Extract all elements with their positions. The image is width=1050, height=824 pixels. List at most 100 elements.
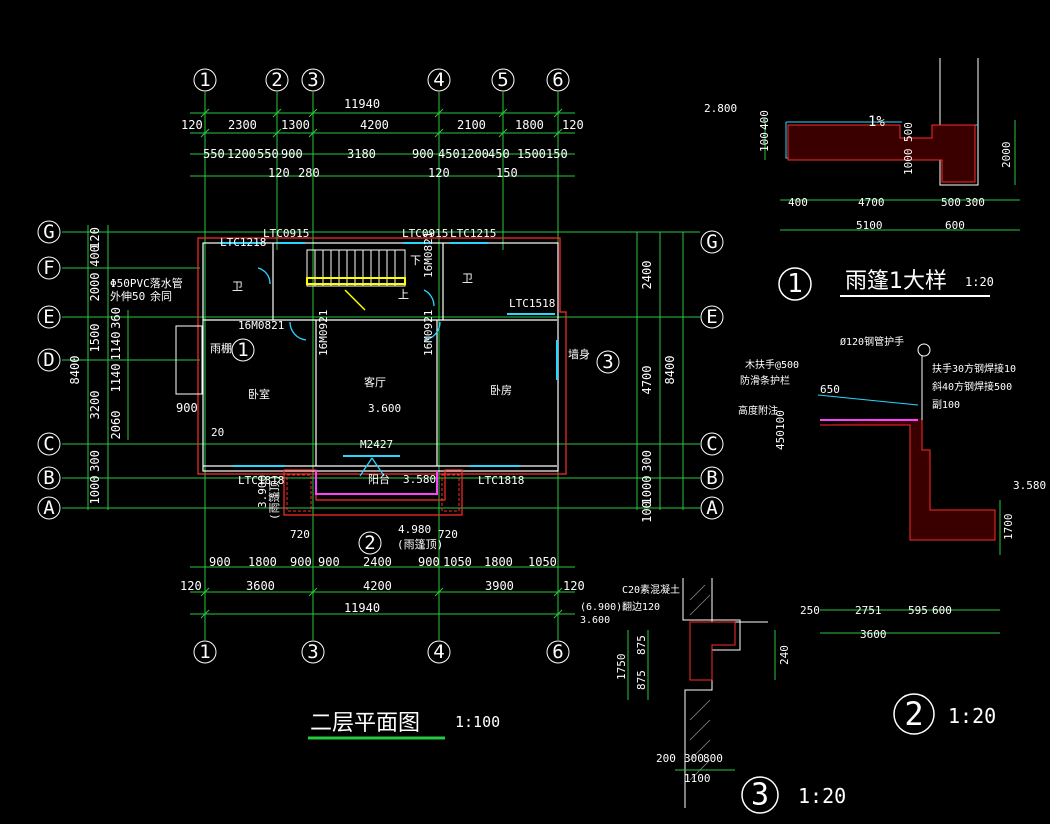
detail-2-balcony: Ø120钢管护手 木扶手@500 扶手30方钢焊接10 斜40方钢焊接500 副… bbox=[738, 335, 1046, 735]
dim-text: 400 bbox=[788, 196, 808, 209]
axis-label: B bbox=[43, 467, 54, 489]
axis-label: 1 bbox=[199, 69, 210, 91]
dim-text: 1000 bbox=[640, 476, 654, 505]
dim-text: 900 bbox=[418, 555, 440, 569]
dim-text: 8400 bbox=[663, 356, 677, 385]
axis-label: A bbox=[43, 497, 55, 519]
dim-text: 2060 bbox=[109, 411, 123, 440]
dim-text: 650 bbox=[820, 383, 840, 396]
dim-text: 1140 bbox=[109, 332, 123, 361]
dim-text: 5100 bbox=[856, 219, 883, 232]
axis-label: B bbox=[706, 467, 717, 489]
axis-label: 6 bbox=[552, 641, 563, 663]
dim-text: 550 bbox=[257, 147, 279, 161]
dim-text: 300 bbox=[640, 450, 654, 472]
axis-label: 3 bbox=[307, 641, 318, 663]
dim-text: 4700 bbox=[640, 366, 654, 395]
opening-labels: LTC1218 LTC0915 LTC0915 LTC1215 LTC1518 … bbox=[220, 227, 555, 487]
axis-label: 4 bbox=[433, 69, 444, 91]
note-text: 外伸50 bbox=[110, 290, 145, 303]
section-number: 3 bbox=[602, 351, 613, 373]
dim-text: 720 bbox=[290, 528, 310, 541]
dim-text: 1800 bbox=[248, 555, 277, 569]
dim-text: 150 bbox=[546, 147, 568, 161]
dim-text: 1200 bbox=[227, 147, 256, 161]
note-text: 余同 bbox=[150, 289, 172, 303]
axis-label: 2 bbox=[271, 69, 282, 91]
dim-text: 1140 bbox=[109, 364, 123, 393]
axis-label: E bbox=[43, 306, 54, 328]
dim-text: 450 bbox=[488, 147, 510, 161]
dim-text: 120 bbox=[88, 227, 102, 249]
dim-text: 1000 bbox=[88, 476, 102, 505]
door-label: 16M0921 bbox=[317, 310, 330, 356]
level-mark: 3.600 bbox=[580, 615, 610, 626]
dim-text: 1800 bbox=[484, 555, 513, 569]
dim-text: 120 bbox=[181, 118, 203, 132]
balcony bbox=[283, 469, 463, 516]
note-text: (雨篷顶) bbox=[267, 474, 281, 520]
plan-title: 二层平面图 bbox=[310, 711, 420, 736]
dim-text: 8400 bbox=[68, 356, 82, 385]
note-text: (雨篷顶) bbox=[397, 537, 443, 551]
dim-text: 875 bbox=[635, 635, 648, 655]
room-name: 客厅 bbox=[364, 375, 386, 389]
window-label: LTC0915 bbox=[402, 227, 448, 240]
detail-number: 2 bbox=[904, 695, 923, 733]
dim-text: 2751 bbox=[855, 604, 882, 617]
detail-scale: 1:20 bbox=[798, 784, 846, 808]
door-label: 16M0821 bbox=[238, 319, 284, 332]
dim-text: 1300 bbox=[281, 118, 310, 132]
rain-canopy bbox=[175, 325, 203, 395]
dim-text: 2000 bbox=[1000, 142, 1013, 169]
note-text: 上 bbox=[398, 288, 409, 301]
dim-text: 120 bbox=[428, 166, 450, 180]
axis-label: 6 bbox=[552, 69, 563, 91]
dim-text: 3900 bbox=[485, 579, 514, 593]
section-number: 2 bbox=[364, 532, 375, 554]
dim-text: 500 bbox=[941, 196, 961, 209]
dim-text: 450 bbox=[438, 147, 460, 161]
dim-text: 450 bbox=[774, 430, 787, 450]
axis-label: D bbox=[43, 349, 54, 371]
dim-text: 550 bbox=[203, 147, 225, 161]
dim-text: 11940 bbox=[344, 97, 380, 111]
room-labels: 卧室 客厅 卧房 阳台 3.600 3.580 3.900 4.980 Φ50P… bbox=[110, 254, 590, 551]
dim-text: 120 bbox=[563, 579, 585, 593]
dim-text: 3180 bbox=[347, 147, 376, 161]
dim-text: 4700 bbox=[858, 196, 885, 209]
level-mark: 3.580 bbox=[1013, 479, 1046, 492]
note-text: C20素混凝土 bbox=[622, 583, 680, 596]
dim-text: 2400 bbox=[363, 555, 392, 569]
slope-text: 1% bbox=[868, 114, 885, 130]
dim-text: 100 bbox=[640, 501, 654, 523]
dim-text: 3200 bbox=[88, 391, 102, 420]
dim-text: 1800 bbox=[515, 118, 544, 132]
dim-text: 1500 bbox=[517, 147, 546, 161]
dim-text: 900 bbox=[290, 555, 312, 569]
detail-1-canopy: 2.800 1% 400 100 500 1000 2000 400 4700 … bbox=[704, 58, 1020, 301]
axis-label: 5 bbox=[497, 69, 508, 91]
dim-text: 1050 bbox=[528, 555, 557, 569]
axis-markers-top: 1 2 3 4 5 6 bbox=[193, 68, 570, 92]
room-name: 卧室 bbox=[248, 387, 270, 401]
dim-text: 500 bbox=[902, 122, 915, 142]
dim-text: 900 bbox=[281, 147, 303, 161]
note-text: 斜40方钢焊接500 bbox=[932, 380, 1012, 393]
note-text: 雨棚 bbox=[210, 341, 232, 355]
note-text: 副100 bbox=[932, 399, 960, 411]
dim-text: 120 bbox=[562, 118, 584, 132]
axis-label: G bbox=[706, 231, 717, 253]
door-label: 16M0821 bbox=[422, 232, 435, 278]
dim-text: 600 bbox=[945, 219, 965, 232]
detail-scale: 1:20 bbox=[948, 704, 996, 728]
note-text: 翻边120 bbox=[622, 601, 660, 613]
level-mark: 2.800 bbox=[704, 102, 737, 115]
door-label: M2427 bbox=[360, 438, 393, 451]
dim-text: 400 bbox=[88, 245, 102, 267]
dim-text: 1100 bbox=[684, 772, 711, 785]
dim-text: 2300 bbox=[228, 118, 257, 132]
room-name: 卫 bbox=[232, 280, 243, 293]
right-dimensions: 2400 4700 8400 300 1000 100 bbox=[640, 261, 677, 523]
